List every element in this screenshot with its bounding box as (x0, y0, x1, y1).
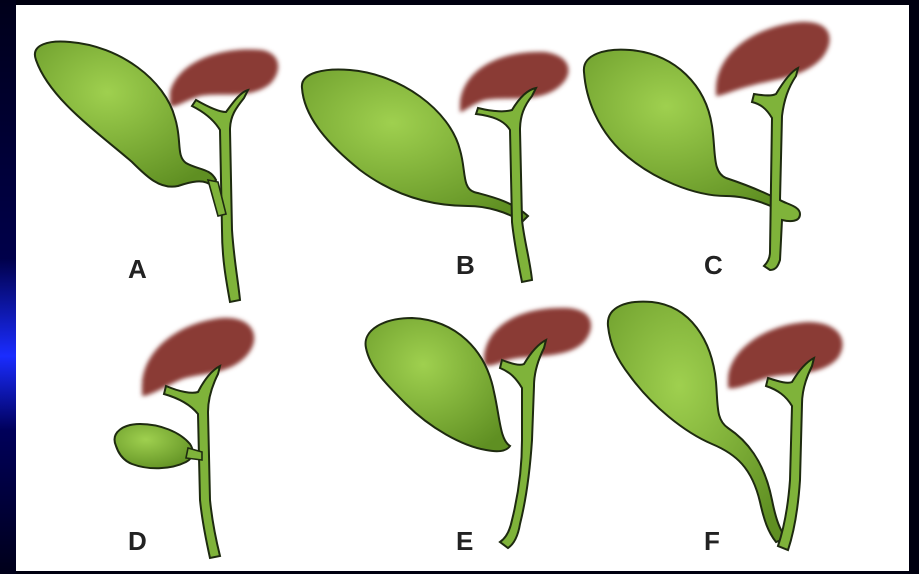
bile-duct-c (752, 68, 800, 270)
bile-duct-b (476, 88, 536, 282)
liver-a (170, 49, 278, 106)
label-f: F (704, 526, 720, 556)
label-c: C (704, 250, 723, 280)
label-e: E (456, 526, 473, 556)
liver-f (728, 322, 843, 388)
variant-b: B (302, 52, 569, 282)
liver-b (460, 52, 569, 112)
label-b: B (456, 250, 475, 280)
label-d: D (128, 526, 147, 556)
variant-e: E (366, 308, 592, 556)
variant-f: F (608, 302, 843, 556)
variant-a: A (35, 42, 278, 302)
liver-d (142, 318, 254, 396)
label-a: A (128, 254, 147, 284)
variant-d: D (115, 318, 255, 558)
gallbladder-e (366, 318, 510, 451)
variant-c: C (584, 22, 830, 280)
gallbladder-d (115, 424, 193, 468)
gallbladder-a (35, 42, 216, 187)
liver-c (716, 22, 830, 96)
